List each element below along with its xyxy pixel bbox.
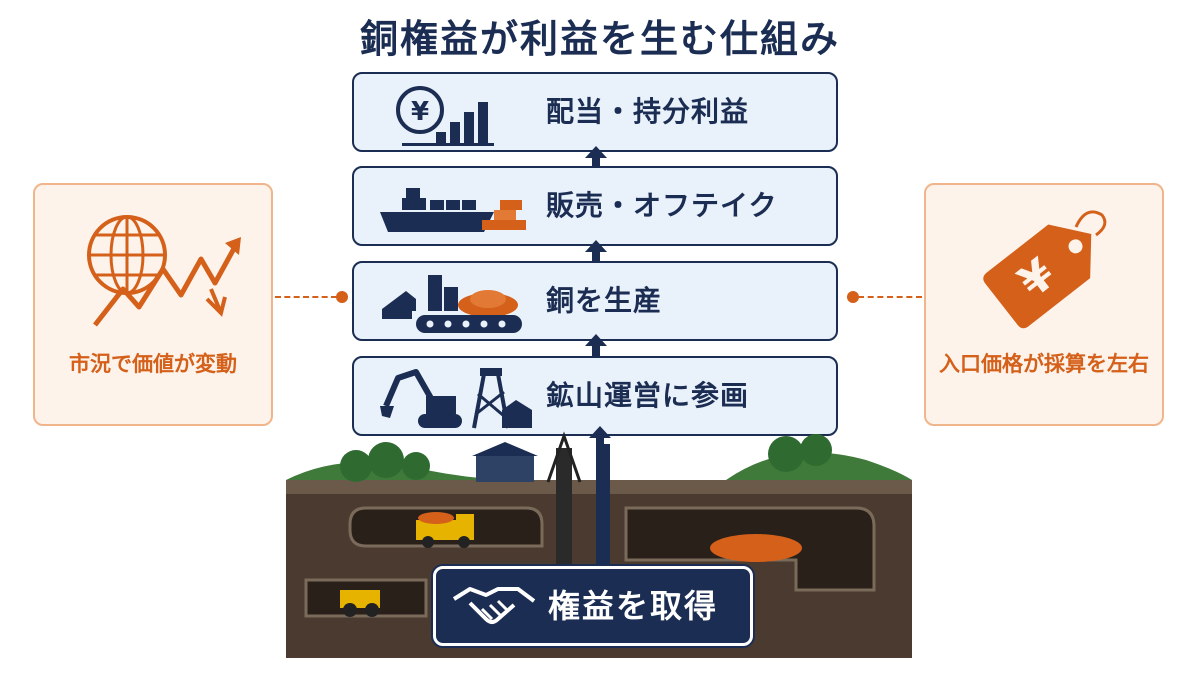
left-connector xyxy=(275,296,337,298)
up-arrow-icon xyxy=(585,240,607,262)
step-label: 配当・持分利益 xyxy=(546,95,750,128)
page-title: 銅権益が利益を生む仕組み xyxy=(359,17,840,61)
excavator-headframe-icon xyxy=(380,368,532,429)
svg-text:¥: ¥ xyxy=(411,97,429,127)
left-connector-dot xyxy=(336,291,348,303)
yen-price-tag-icon: ¥ xyxy=(983,210,1107,329)
up-arrow-icon xyxy=(585,334,607,356)
entry-price-label: 入口価格が採算を左右 xyxy=(939,352,1149,376)
step-label: 販売・オフテイク xyxy=(546,189,778,222)
right-connector-dot xyxy=(847,291,859,303)
factory-conveyor-ore-icon xyxy=(382,275,522,333)
handshake-icon xyxy=(452,587,536,624)
right-connector xyxy=(858,296,922,298)
underground-mine-illustration xyxy=(286,431,912,658)
market-value-label: 市況で価値が変動 xyxy=(69,352,237,376)
up-arrow-icon xyxy=(585,146,607,168)
yen-coin-bar-chart-icon: ¥ xyxy=(396,86,494,146)
market-value-card: 市況で価値が変動 xyxy=(33,183,273,426)
step-produce-copper: 銅を生産 xyxy=(352,261,838,341)
step-sales-offtake: 販売・オフテイク xyxy=(352,166,838,246)
up-arrow-icon xyxy=(589,426,611,568)
globe-market-trend-icon xyxy=(87,215,241,327)
step-label: 鉱山運営に参画 xyxy=(546,379,750,412)
step-mine-operation: 鉱山運営に参画 xyxy=(352,356,838,436)
step-label: 銅を生産 xyxy=(546,284,663,317)
acquire-rights-box: 権益を取得 xyxy=(433,566,753,646)
entry-price-card: ¥ 入口価格が採算を左右 xyxy=(924,183,1164,426)
cargo-ship-copper-ingots-icon xyxy=(380,188,526,232)
acquire-rights-label: 権益を取得 xyxy=(548,587,719,625)
step-dividends: ¥ 配当・持分利益 xyxy=(352,72,838,152)
